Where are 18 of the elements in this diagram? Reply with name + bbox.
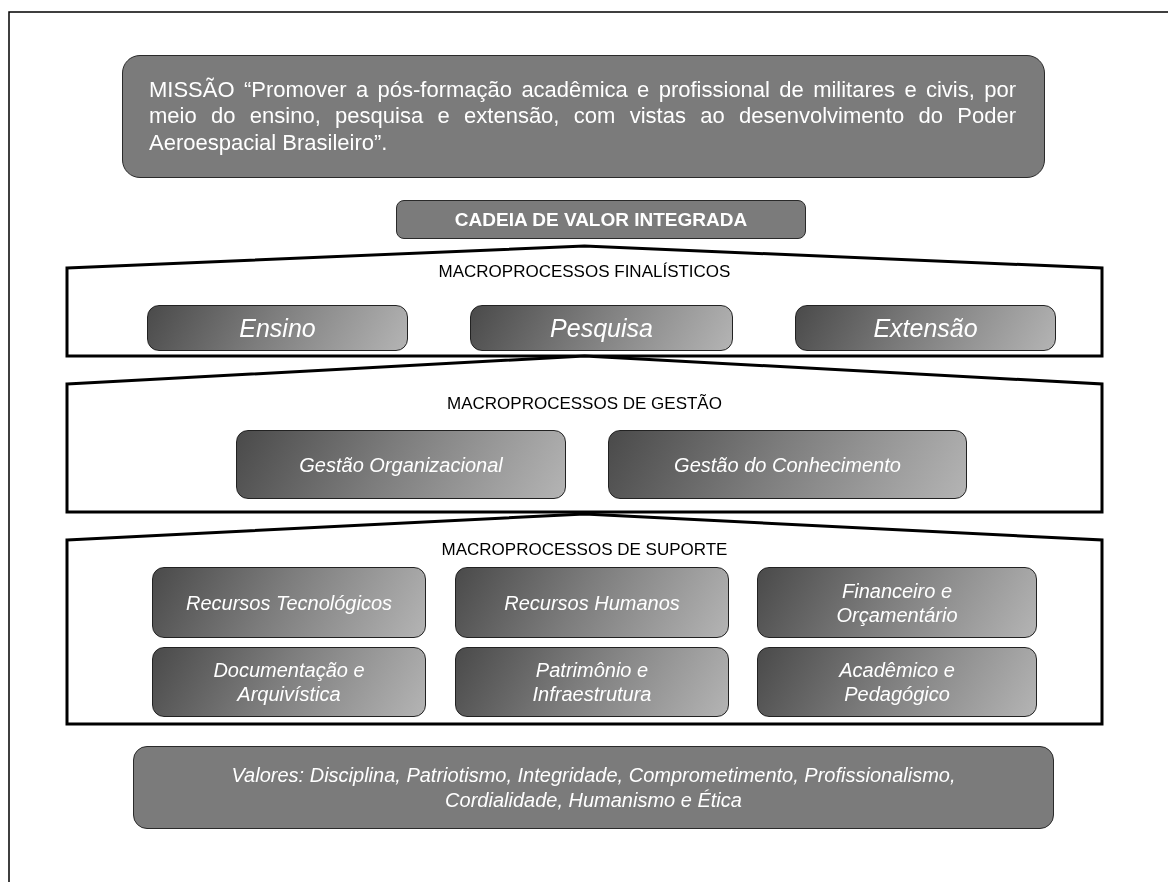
- band-heading: MACROPROCESSOS DE SUPORTE: [440, 540, 729, 560]
- process-box: Pesquisa: [470, 305, 733, 351]
- process-box: Patrimônio e Infraestrutura: [455, 647, 729, 717]
- mission-text: MISSÃO “Promover a pós-formação acadêmica e profissional de militares e civis, por meio do ensino, pesquisa e extensão, com vistas ao desenvolvimento do Poder Aeroespacial Brasileiro”.: [149, 76, 1016, 157]
- process-box: Recursos Tecnológicos: [152, 567, 426, 638]
- process-box: Acadêmico e Pedagógico: [757, 647, 1037, 717]
- process-box: Ensino: [147, 305, 408, 351]
- process-box: Gestão Organizacional: [236, 430, 566, 499]
- mission-box: [122, 55, 1045, 178]
- values-box: Valores: Disciplina, Patriotismo, Integridade, Comprometimento, Profissionalismo, Cordialidade, Humanismo e Ética: [133, 746, 1054, 829]
- process-box: Extensão: [795, 305, 1056, 351]
- process-box: Documentação e Arquivística: [152, 647, 426, 717]
- band-heading: MACROPROCESSOS FINALÍSTICOS: [437, 262, 732, 282]
- title-box: CADEIA DE VALOR INTEGRADA: [396, 200, 806, 239]
- band-heading: MACROPROCESSOS DE GESTÃO: [446, 394, 723, 414]
- process-box: Financeiro e Orçamentário: [757, 567, 1037, 638]
- process-box: Recursos Humanos: [455, 567, 729, 638]
- process-box: Gestão do Conhecimento: [608, 430, 967, 499]
